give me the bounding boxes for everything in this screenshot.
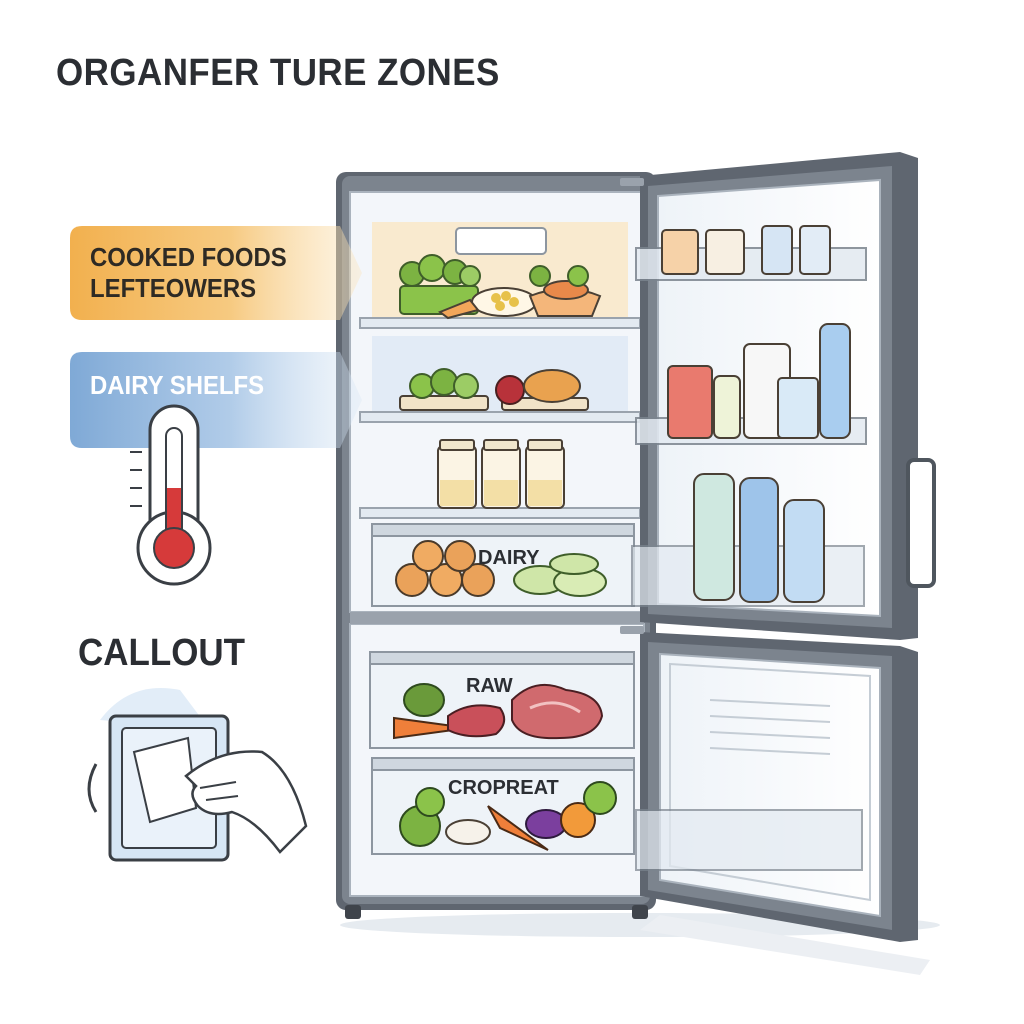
hinge-middle <box>620 626 644 634</box>
label-note-icon <box>87 688 308 862</box>
dairy-shelfs-label: DAIRY SHELFS <box>90 370 265 400</box>
dairy-shelfs-band: DAIRY SHELFS <box>70 352 360 448</box>
door-items <box>661 225 851 603</box>
thermometer-icon <box>130 404 212 586</box>
cooked-foods-label: COOKED FOODS <box>90 242 287 272</box>
page-title: ORGANFER TURE ZONES <box>56 52 500 94</box>
dairy-band-shape <box>70 352 362 448</box>
dairy-drawer <box>371 523 635 607</box>
cooked-foods-band: COOKED FOODS LEFTEOWERS <box>70 226 360 320</box>
raw-drawer-label: RAW <box>466 675 513 697</box>
lower-door <box>635 632 918 942</box>
hinge-top <box>620 178 644 186</box>
door-shadow <box>640 915 930 975</box>
jars <box>437 439 565 509</box>
dairy-drawer-label: DAIRY <box>478 547 540 569</box>
raw-drawer <box>369 651 635 749</box>
dairy-shelf-items <box>399 368 589 411</box>
door-handle <box>906 458 936 588</box>
leftovers-label: LEFTEOWERS <box>90 273 257 303</box>
fridge-light <box>455 227 547 255</box>
produce-drawer-label: CROPREAT <box>448 777 559 799</box>
cooked-band-shape <box>70 226 362 320</box>
cooked-food-items <box>399 254 602 320</box>
callout-title: CALLOUT <box>78 632 246 674</box>
produce-drawer <box>371 757 635 855</box>
